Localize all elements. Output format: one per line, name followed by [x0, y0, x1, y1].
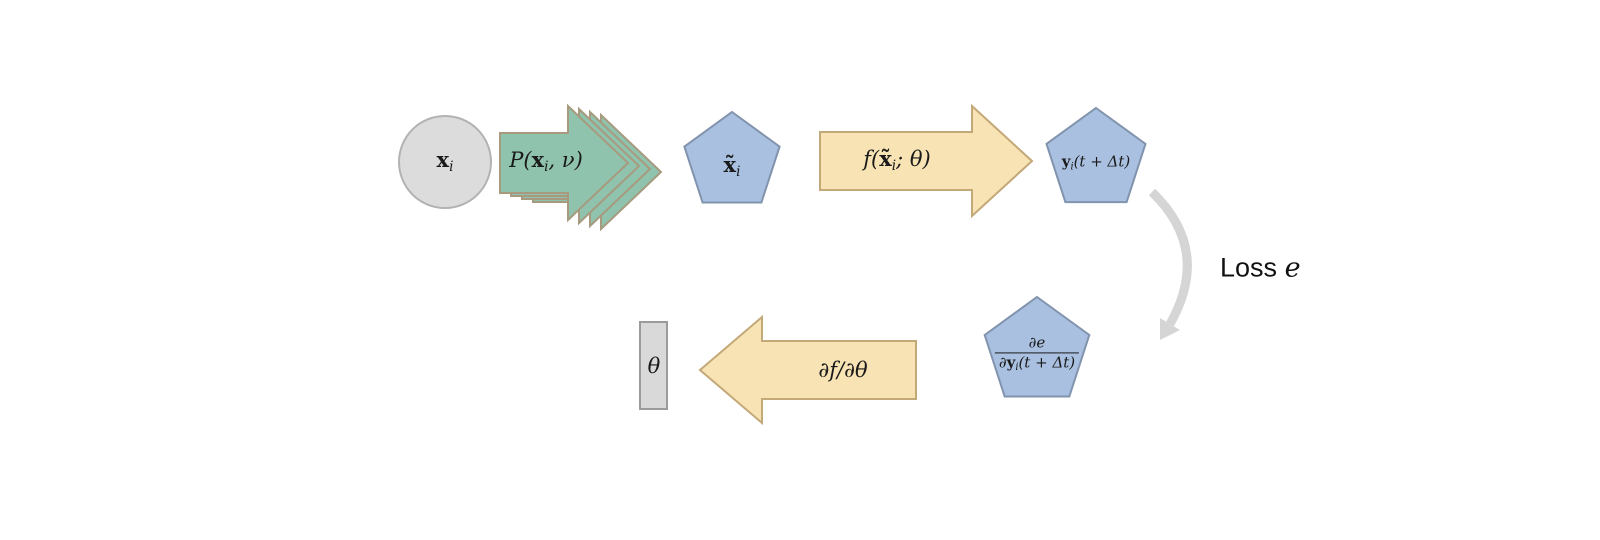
input-circle	[398, 115, 492, 209]
gradient-den-subscript: i	[1015, 362, 1019, 374]
parameters-text: θ	[647, 353, 661, 378]
perturbed-subscript: i	[736, 164, 741, 181]
gradient-den-base: y	[1006, 353, 1016, 372]
loss-curve-arrow	[1148, 188, 1192, 327]
backprop-text: ∂f/∂θ	[818, 357, 868, 382]
model-arrow	[819, 103, 1034, 219]
input-subscript: i	[449, 159, 454, 176]
prediction-label: yi(t + Δt)	[1061, 152, 1131, 173]
perturbation-arrow	[499, 103, 630, 223]
model-subscript: i	[891, 158, 897, 175]
perturbation-post: , ν)	[548, 148, 583, 173]
model-post: ; θ)	[896, 147, 931, 172]
gradient-label: ∂e ∂yi(t + Δt)	[994, 333, 1080, 374]
model-label: f(x̃i; θ)	[863, 147, 930, 175]
backprop-arrow	[698, 314, 917, 426]
perturbation-arrow-stack	[499, 103, 663, 232]
parameters-rect	[639, 321, 668, 410]
perturbation-pre: P(	[509, 148, 532, 173]
backprop-label: ∂f/∂θ	[818, 358, 867, 382]
prediction-post: (t + Δt)	[1073, 152, 1131, 171]
loss-arrowhead-icon	[1160, 318, 1180, 340]
perturbation-subscript: i	[544, 159, 549, 176]
prediction-base: y	[1061, 152, 1071, 171]
loss-symbol: e	[1284, 252, 1301, 284]
model-base: x̃	[879, 146, 892, 172]
prediction-subscript: i	[1070, 161, 1074, 173]
loss-word: Loss	[1220, 252, 1278, 283]
perturbed-label: x̃i	[724, 153, 741, 181]
parameters-label: θ	[648, 354, 661, 378]
gradient-denominator: ∂yi(t + Δt)	[994, 352, 1080, 374]
gradient-den-post: (t + Δt)	[1018, 353, 1076, 372]
gradient-pentagon	[983, 295, 1091, 398]
perturbation-label: P(xi, ν)	[509, 148, 583, 176]
gradient-den-pre: ∂	[998, 353, 1007, 372]
model-pre: f(	[863, 147, 880, 172]
prediction-pentagon	[1045, 106, 1147, 204]
input-label: xi	[437, 148, 454, 176]
gradient-numerator: ∂e	[1028, 333, 1046, 352]
input-base: x	[436, 147, 450, 173]
loss-label: Loss e	[1220, 253, 1301, 284]
perturbed-pentagon	[683, 110, 781, 204]
gradient-fraction: ∂e ∂yi(t + Δt)	[994, 333, 1080, 374]
perturbation-base: x	[531, 147, 545, 173]
perturbed-base: x̃	[723, 152, 737, 178]
